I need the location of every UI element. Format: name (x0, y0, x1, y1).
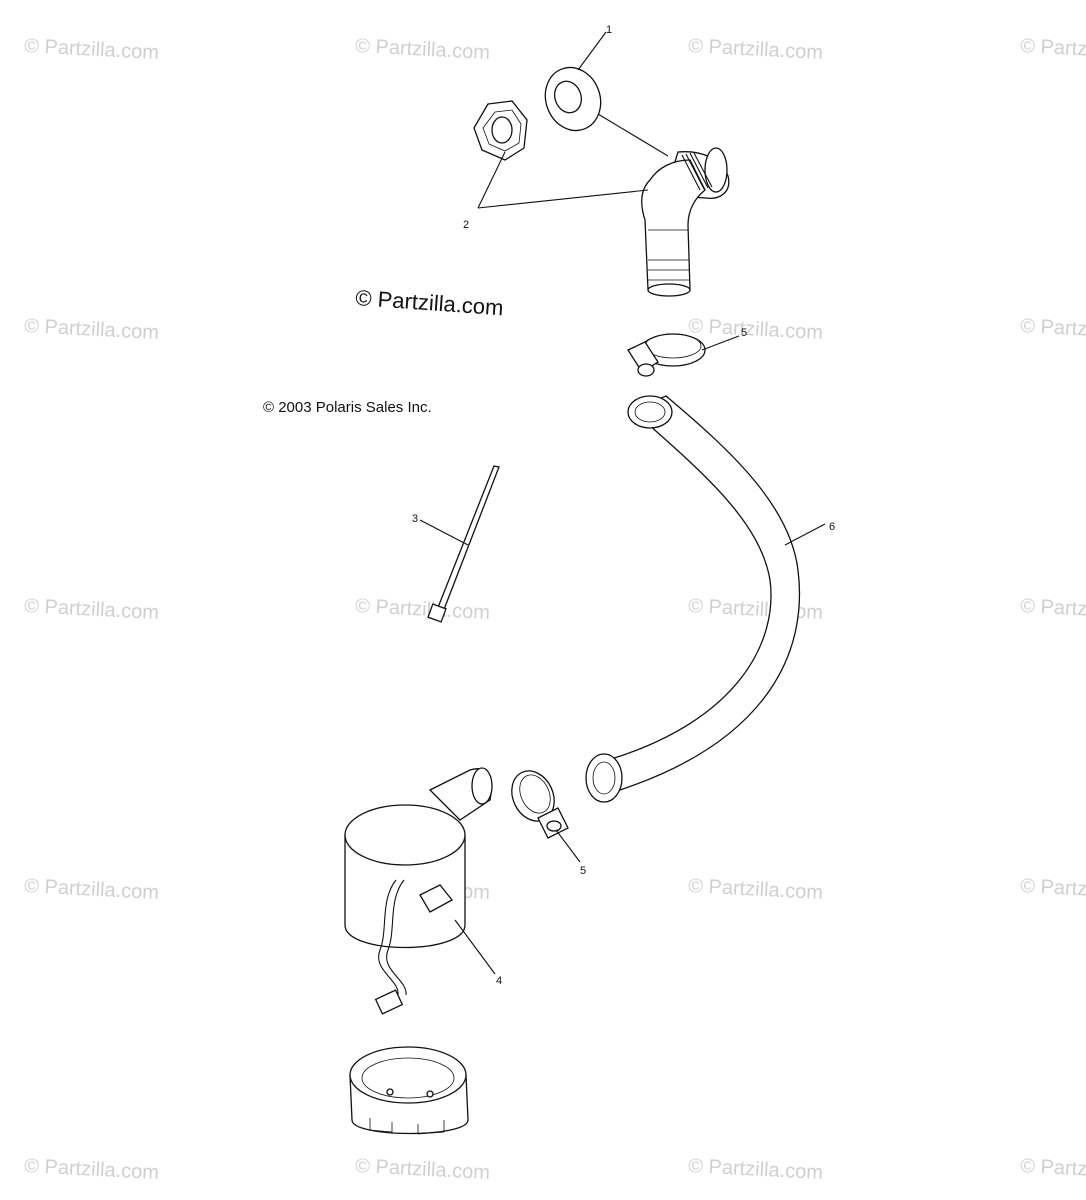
watermark: © Partzilla.com (688, 595, 824, 624)
watermark: © Partzilla.com (688, 35, 824, 64)
watermark: © Partzilla.com (24, 315, 160, 344)
watermark: © Partzilla.com (688, 315, 824, 344)
watermark: © Partzilla.com (24, 875, 160, 904)
part-elbow-fitting (641, 147, 730, 297)
callout-1: 1 (606, 24, 612, 36)
watermark: © Partzilla.com (688, 875, 824, 904)
watermark: © Partzilla.com (1020, 875, 1086, 904)
part-hose-clamp-upper (627, 333, 706, 377)
watermark: © Partzilla.com (355, 1155, 491, 1184)
watermark: © Partzilla.com (24, 595, 160, 624)
watermark: © Partzilla.com (355, 595, 491, 624)
part-cable-tie (427, 465, 500, 623)
callout-5-upper: 5 (741, 327, 747, 339)
callout-5-lower: 5 (580, 865, 586, 877)
brand-mark: © Partzilla.com (355, 285, 505, 320)
watermark: © Partzilla.com (1020, 595, 1086, 624)
watermark: © Partzilla.com (24, 35, 160, 64)
callout-4: 4 (496, 975, 502, 987)
watermark-layer: © Partzilla.com © Partzilla.com © Partzi… (24, 35, 1086, 1184)
part-washer (544, 66, 602, 132)
watermark: © Partzilla.com (355, 35, 491, 64)
leader-lines (419, 31, 826, 975)
part-hose-clamp-lower (511, 770, 569, 839)
watermark: © Partzilla.com (24, 1155, 160, 1184)
part-base-cup (349, 1046, 469, 1135)
watermark: © Partzilla.com (688, 1155, 824, 1184)
watermark: © Partzilla.com (1020, 315, 1086, 344)
callouts: 1 2 3 4 5 5 6 (412, 24, 835, 987)
callout-6: 6 (829, 521, 835, 533)
part-hex-nut (473, 100, 528, 161)
part-hose (585, 395, 801, 803)
part-pump-housing (344, 767, 493, 1015)
copyright-text: © 2003 Polaris Sales Inc. (263, 399, 432, 416)
callout-3: 3 (412, 513, 418, 525)
callout-2: 2 (463, 219, 469, 231)
watermark: © Partzilla.com (1020, 1155, 1086, 1184)
watermark: © Partzilla.com (1020, 35, 1086, 64)
